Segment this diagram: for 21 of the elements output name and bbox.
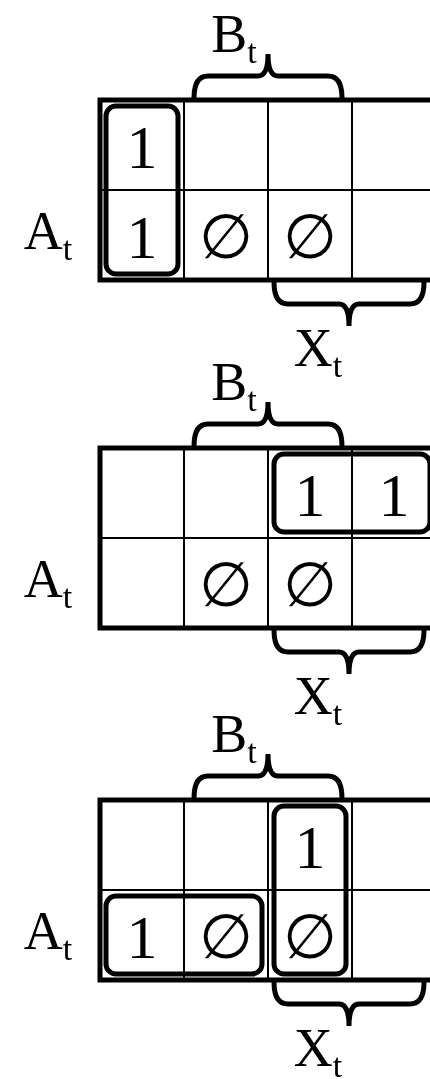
cell-value: 1 <box>378 464 410 526</box>
cell-value: 1 <box>126 906 158 968</box>
cell-value: ∅ <box>199 206 253 268</box>
variable-label: X$_{t}$ <box>293 1020 343 1079</box>
cell-value: ∅ <box>283 554 337 616</box>
cell-value: ∅ <box>199 554 253 616</box>
variable-label: A$_{t}$ <box>23 903 73 967</box>
cell-value: ∅ <box>199 906 253 968</box>
cell-value: ∅ <box>283 206 337 268</box>
cell-value: 1 <box>126 206 158 268</box>
variable-label: A$_{t}$ <box>23 551 73 615</box>
cell-value: ∅ <box>283 906 337 968</box>
variable-label: X$_{t}$ <box>293 320 343 384</box>
variable-label: X$_{t}$ <box>293 668 343 732</box>
cell-value: 1 <box>294 816 326 878</box>
cell-value: 1 <box>294 464 326 526</box>
variable-label: B$_{t}$ <box>211 706 257 770</box>
cell-value: 1 <box>126 116 158 178</box>
variable-label: B$_{t}$ <box>211 6 257 70</box>
variable-label: A$_{t}$ <box>23 203 73 267</box>
variable-label: B$_{t}$ <box>211 354 257 418</box>
